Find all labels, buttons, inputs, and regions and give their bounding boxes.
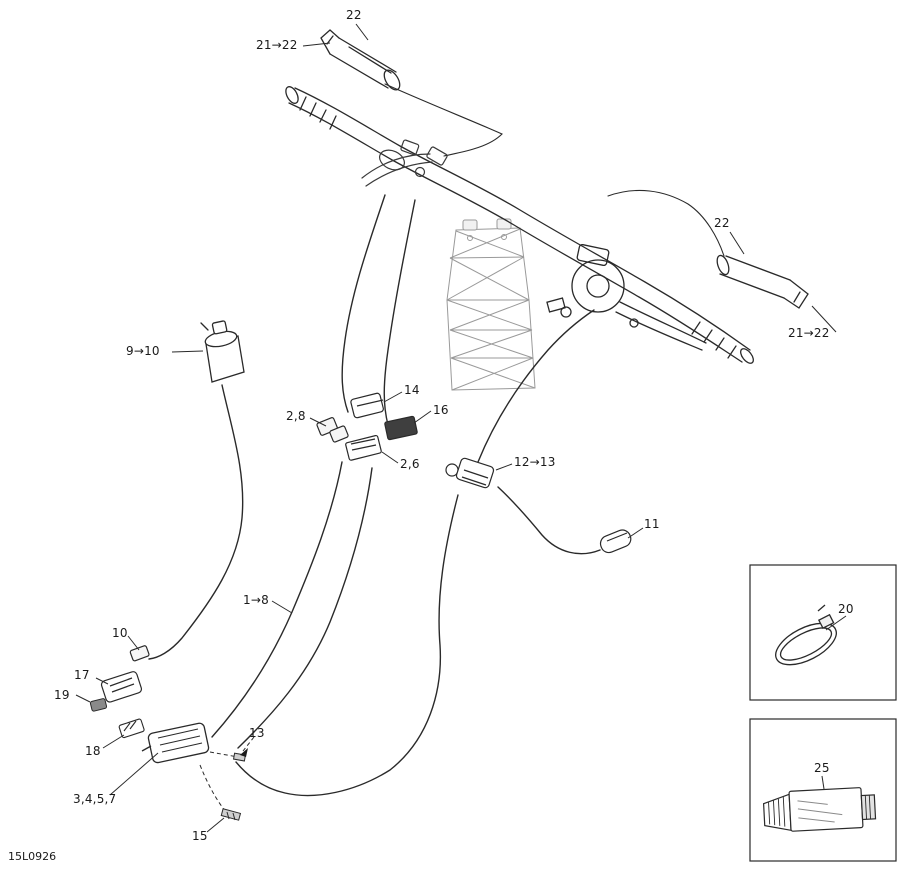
callout-19: 19 xyxy=(54,688,70,702)
clamp-20 xyxy=(775,604,837,666)
connector-14 xyxy=(350,392,384,419)
steering-riser xyxy=(446,218,536,391)
callout-18: 18 xyxy=(85,744,101,758)
callout-9-10: 9→10 xyxy=(126,344,160,358)
callout-22-right: 22 xyxy=(714,216,730,230)
callout-15: 15 xyxy=(192,829,208,843)
callout-11: 11 xyxy=(644,517,660,531)
callout-2-6: 2,6 xyxy=(400,457,420,471)
connector-16 xyxy=(384,415,418,441)
right-handlebar-grip xyxy=(607,189,809,309)
callout-3457: 3,4,5,7 xyxy=(73,792,117,806)
screw-15 xyxy=(220,808,242,821)
part-18 xyxy=(118,718,145,739)
lubricant-tube-25 xyxy=(762,787,877,832)
brake-assembly xyxy=(546,243,707,351)
inset-box-clamp xyxy=(749,564,897,701)
callout-12-13: 12→13 xyxy=(514,455,556,469)
callout-21-22-right: 21→22 xyxy=(788,326,830,340)
callout-20: 20 xyxy=(838,602,854,616)
wiring-harness xyxy=(148,194,601,797)
connector-10 xyxy=(129,645,150,662)
callout-13: 13 xyxy=(249,726,265,740)
connector-17 xyxy=(100,671,143,703)
throttle-assembly xyxy=(361,139,448,187)
callout-2-8: 2,8 xyxy=(286,409,306,423)
part-19 xyxy=(89,698,108,712)
callout-10: 10 xyxy=(112,626,128,640)
callout-25: 25 xyxy=(814,761,830,775)
module-3457 xyxy=(141,722,239,814)
inset-box-lubricant xyxy=(749,718,897,862)
handlebar xyxy=(285,86,754,364)
callout-17: 17 xyxy=(74,668,90,682)
callout-1-8: 1→8 xyxy=(243,593,269,607)
callout-14: 14 xyxy=(404,383,420,397)
connector-2-8 xyxy=(316,417,349,443)
leader-lines xyxy=(75,23,847,833)
callout-21-22-left: 21→22 xyxy=(256,38,298,52)
callout-22-top: 22 xyxy=(346,8,362,22)
connector-2-6 xyxy=(345,434,382,461)
left-handlebar-grip xyxy=(320,29,503,157)
connector-11 xyxy=(599,529,632,554)
callout-16: 16 xyxy=(433,403,449,417)
connector-12-13 xyxy=(445,457,495,489)
solenoid-switch xyxy=(200,320,245,383)
part-code: 15L0926 xyxy=(8,850,57,863)
